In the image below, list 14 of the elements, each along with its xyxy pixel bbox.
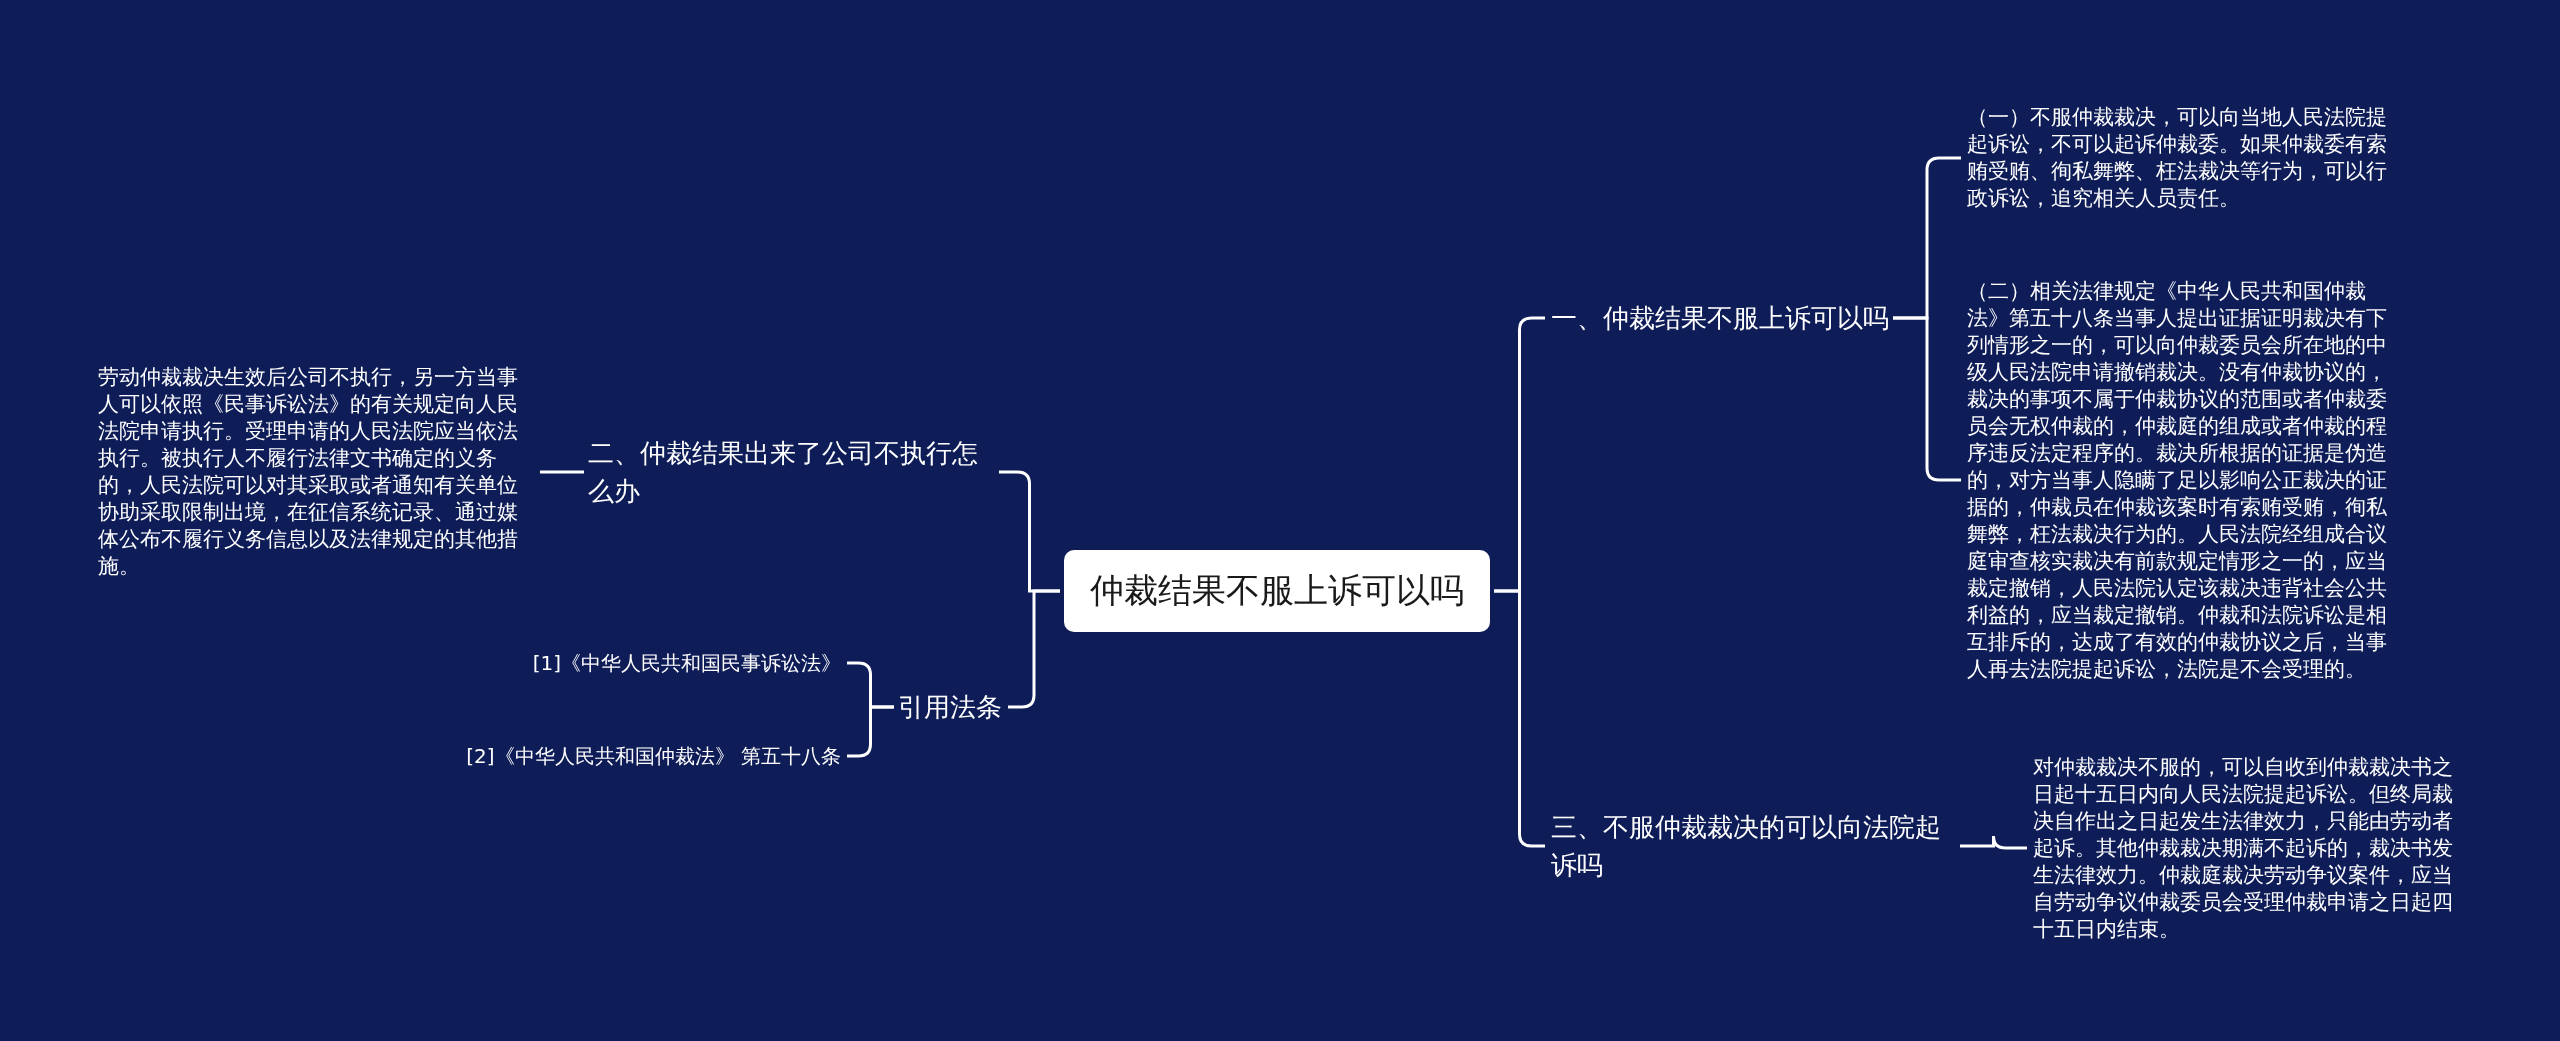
connector-line bbox=[1960, 834, 2027, 850]
note-text: 劳动仲裁裁决生效后公司不执行，另一方当事人可以依照《民事诉讼法》的有关规定向人民法院申请执行。受理申请的人民法院应当依法执行。被执行人不履行法律文书确定的义务的，人民法院可以对其采取或者通知有关单位协助采取限制出境，在征信系统记录、通过媒体公布不履行义务信息以及法律规定的其他措施。 bbox=[98, 364, 534, 580]
reference-text: [1]《中华人民共和国民事诉讼法》 bbox=[532, 649, 841, 677]
note-text: 对仲裁裁决不服的，可以自收到仲裁裁决书之日起十五日内向人民法院提起诉讼。但终局裁决自作出之日起发生法律效力，只能由劳动者起诉。其他仲裁裁决期满不起诉的，裁决书发生法律效力。仲裁庭裁决劳动争议案件，应当自劳动争议仲裁委员会受理仲裁申请之日起四十五日内结束。 bbox=[2033, 753, 2465, 943]
connector-line bbox=[540, 470, 584, 474]
subtopic-label: 三、不服仲裁裁决的可以向法院起诉吗 bbox=[1551, 808, 1956, 884]
topic-box: 仲裁结果不服上诉可以吗 bbox=[1064, 550, 1490, 632]
subtopic-label: 一、仲裁结果不服上诉可以吗 bbox=[1551, 299, 1889, 337]
note-text: （一）不服仲裁裁决，可以向当地人民法院提起诉讼，不可以起诉仲裁委。如果仲裁委有索贿受贿、徇私舞弊、枉法裁决等行为，可以行政诉讼，追究相关人员责任。 bbox=[1967, 104, 2395, 212]
connector-line bbox=[847, 705, 894, 758]
note-text: （二）相关法律规定《中华人民共和国仲裁法》第五十八条当事人提出证据证明裁决有下列情形之一的，可以向仲裁委员会所在地的中级人民法院申请撤销裁决。没有仲裁协议的，裁决的事项不属于仲裁协议的范围或者仲裁委员会无权仲裁的，仲裁庭的组成或者仲裁的程序违反法定程序的。裁决所根据的证据是伪造的，对方当事人隐瞒了足以影响公正裁决的证据的，仲裁员在仲裁该案时有索贿受贿，徇私舞弊，枉法裁决行为的。人民法院经组成合议庭审查核实裁决有前款规定情形之一的，应当裁定撤销，人民法院认定该裁决违背社会公共利益的，应当裁定撤销。仲裁和法院诉讼是相互排斥的，达成了有效的仲裁协议之后，当事人再去法院提起诉讼，法院是不会受理的。 bbox=[1967, 277, 2395, 683]
subtopic-label: 引用法条 bbox=[898, 688, 1002, 726]
reference-text: [2]《中华人民共和国仲裁法》 第五十八条 bbox=[466, 742, 841, 770]
subtopic-label: 二、仲裁结果出来了公司不执行怎么办 bbox=[588, 434, 993, 510]
